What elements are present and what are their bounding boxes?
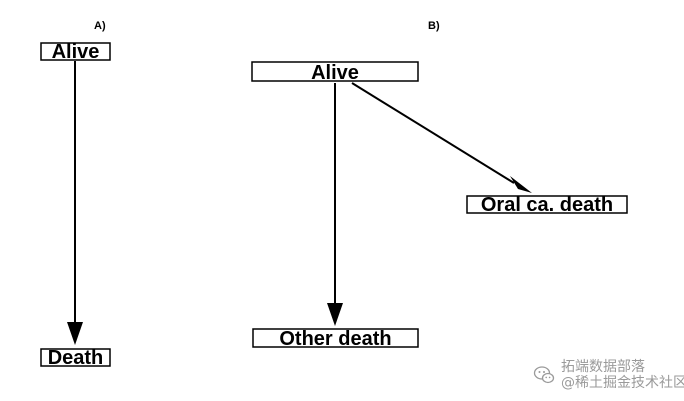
- panel-a-label: A): [94, 20, 106, 32]
- panel-b-label: B): [428, 20, 440, 32]
- panel-b-node-alive-label: Alive: [311, 62, 359, 84]
- panel-b-node-other-death: Other death: [252, 328, 419, 350]
- watermark-text: 拓端数据部落 @稀土掘金技术社区: [561, 359, 684, 391]
- panel-b-edge-alive-oral-ca-death: [351, 82, 532, 193]
- panel-a-edge-arrowhead: [67, 322, 83, 345]
- watermark-line-1: 拓端数据部落: [561, 359, 645, 375]
- panel-b: B) Alive Oral ca. death Other death: [251, 20, 628, 350]
- panel-a: A) Alive Death: [40, 20, 111, 369]
- panel-b-node-oral-ca-death-label: Oral ca. death: [481, 194, 613, 216]
- panel-b-edge-oral-arrowhead: [510, 176, 532, 193]
- panel-a-node-alive: Alive: [40, 41, 111, 63]
- panel-a-node-death-box: [40, 348, 111, 367]
- panel-b-edge-oral-line: [351, 82, 515, 184]
- panel-b-node-other-death-label: Other death: [279, 328, 391, 350]
- watermark-line-2: @稀土掘金技术社区: [561, 375, 684, 391]
- panel-b-node-alive-box: [251, 61, 419, 82]
- panel-a-node-death: Death: [40, 347, 111, 369]
- panel-b-edge-alive-other-death: [327, 83, 343, 326]
- panel-b-node-oral-ca-death-box: [466, 195, 628, 214]
- panel-a-node-alive-label: Alive: [52, 41, 100, 63]
- wechat-icon: [533, 366, 555, 384]
- panel-a-edge-alive-death: [67, 61, 83, 345]
- panel-b-node-oral-ca-death: Oral ca. death: [466, 194, 628, 216]
- panel-b-edge-other-arrowhead: [327, 303, 343, 326]
- panel-a-node-alive-box: [40, 42, 111, 61]
- panel-a-node-death-label: Death: [48, 347, 104, 369]
- panel-b-node-other-death-box: [252, 328, 419, 348]
- panel-b-node-alive: Alive: [251, 61, 419, 84]
- watermark: 拓端数据部落 @稀土掘金技术社区: [533, 358, 684, 392]
